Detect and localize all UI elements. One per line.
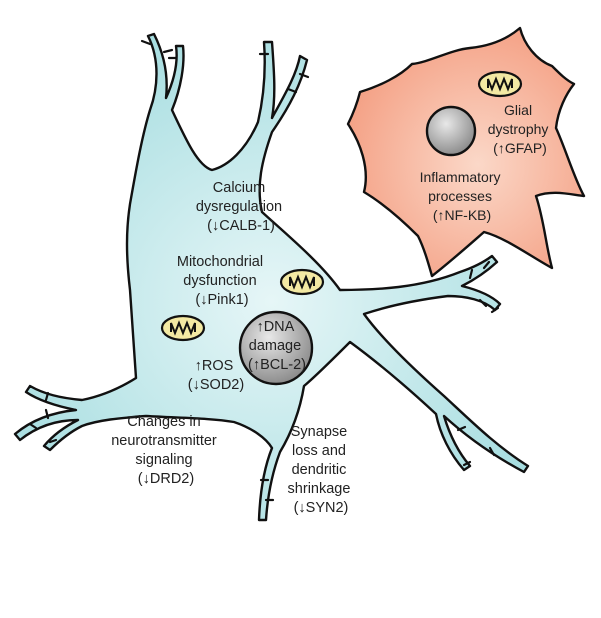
glia-body <box>348 28 584 276</box>
nucleus-icon <box>427 107 475 155</box>
mitochondrion-icon <box>162 316 204 340</box>
dna-damage-label: ↑DNA damage (↑BCL-2) <box>248 319 306 373</box>
neurotransmitter-label: Changes in neurotransmitter signaling (↓… <box>111 414 221 487</box>
mitochondrion-icon <box>479 72 521 96</box>
synapse-loss-label: Synapse loss and dendritic shrinkage (↓S… <box>288 424 355 516</box>
glial-cell <box>348 28 584 276</box>
mitochondrion-icon <box>281 270 323 294</box>
